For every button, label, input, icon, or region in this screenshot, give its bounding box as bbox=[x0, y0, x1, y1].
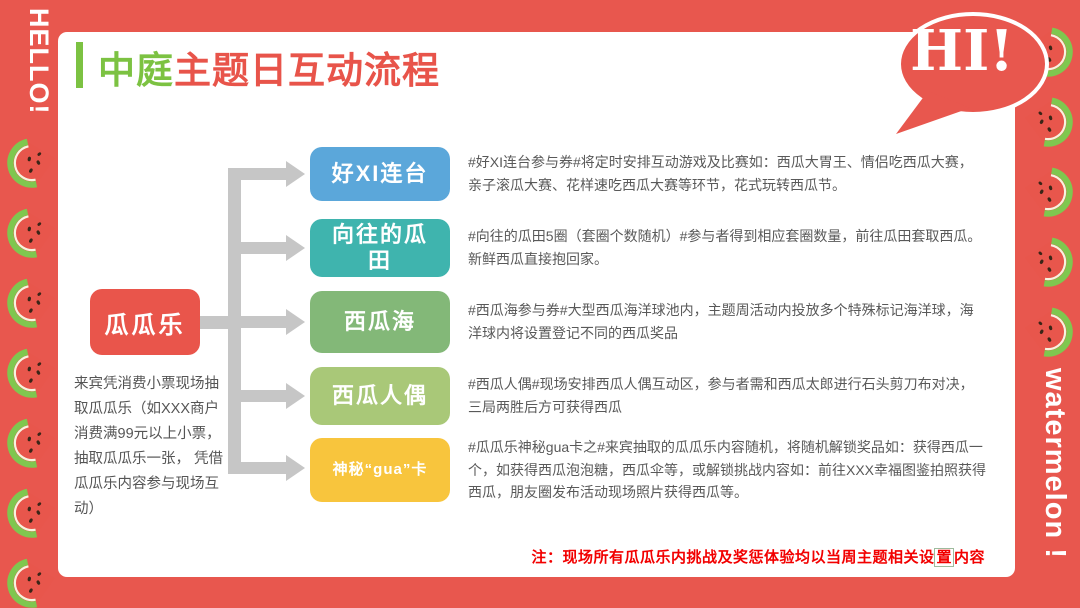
flow-row: 神秘“gua”卡 #瓜瓜乐神秘gua卡之#来宾抽取的瓜瓜乐内容随机，将随机解锁奖… bbox=[310, 436, 990, 504]
step-box-3: 西瓜海 bbox=[310, 291, 450, 353]
hi-bubble-label: HI! bbox=[910, 18, 1014, 84]
footer-note-text: 注：现场所有瓜瓜乐内挑战及奖惩体验均以当周主题相关设 bbox=[531, 549, 935, 566]
connector-branch-2 bbox=[228, 242, 287, 254]
source-node-guaguale: 瓜瓜乐 bbox=[90, 289, 200, 355]
watermelon-slice-icon bbox=[7, 418, 55, 468]
hi-speech-bubble bbox=[894, 12, 1049, 136]
watermelon-slice-icon bbox=[1024, 307, 1073, 357]
hello-vertical-text: HELLO! bbox=[24, 8, 54, 115]
content-panel bbox=[58, 32, 1015, 577]
watermelon-slice bbox=[0, 268, 65, 338]
watermelon-slice-icon bbox=[7, 138, 55, 188]
watermelon-slice bbox=[0, 548, 65, 608]
source-description: 来宾凭消费小票现场抽取瓜瓜乐（如XXX商户消费满99元以上小票，抽取瓜瓜乐一张，… bbox=[74, 376, 224, 517]
page-title-red-part: 主题日互动流程 bbox=[174, 50, 440, 91]
watermelon-slice bbox=[1016, 158, 1080, 226]
watermelon-slice-icon bbox=[1024, 237, 1073, 287]
flow-row: 向往的瓜田 #向往的瓜田5圈（套圈个数随机）#参与者得到相应套圈数量，前往瓜田套… bbox=[310, 219, 990, 277]
footer-note: 注：现场所有瓜瓜乐内挑战及奖惩体验均以当周主题相关设置内容 bbox=[531, 546, 985, 567]
connector-branch-1 bbox=[228, 168, 287, 180]
arrowhead-icon bbox=[286, 383, 305, 409]
arrowhead-icon bbox=[286, 235, 305, 261]
title-accent-bar bbox=[76, 42, 83, 88]
arrowhead-icon bbox=[286, 161, 305, 187]
footer-note-text: 内容 bbox=[953, 549, 985, 566]
step-description-1: #好XI连台参与券#将定时安排互动游戏及比赛如：西瓜大胃王、情侣吃西瓜大赛，亲子… bbox=[468, 154, 973, 193]
step-description-4: #西瓜人偶#现场安排西瓜人偶互动区，参与者需和西瓜太郎进行石头剪刀布对决，三局两… bbox=[468, 376, 974, 415]
watermelon-slice bbox=[0, 198, 65, 268]
watermelon-slice-icon bbox=[1024, 97, 1073, 147]
watermelon-slice-icon bbox=[7, 488, 55, 538]
watermelon-slice-icon bbox=[7, 278, 55, 328]
watermelon-vertical-text: watermelon ! bbox=[1039, 368, 1071, 559]
watermelon-slice bbox=[0, 478, 65, 548]
flow-row: 西瓜人偶 #西瓜人偶#现场安排西瓜人偶互动区，参与者需和西瓜太郎进行石头剪刀布对… bbox=[310, 367, 990, 425]
step-box-5: 神秘“gua”卡 bbox=[310, 438, 450, 502]
arrowhead-icon bbox=[286, 309, 305, 335]
connector-source bbox=[198, 316, 232, 329]
watermelon-slice-icon bbox=[1024, 167, 1073, 217]
watermelon-slice bbox=[0, 408, 65, 478]
step-box-4: 西瓜人偶 bbox=[310, 367, 450, 425]
step-box-2: 向往的瓜田 bbox=[310, 219, 450, 277]
watermelon-slice bbox=[1016, 298, 1080, 366]
connector-branch-4 bbox=[228, 390, 287, 402]
watermelon-slice bbox=[0, 128, 65, 198]
flow-row: 好XI连台 #好XI连台参与券#将定时安排互动游戏及比赛如：西瓜大胃王、情侣吃西… bbox=[310, 147, 990, 201]
watermelon-slice-icon bbox=[7, 348, 55, 398]
watermelon-slice bbox=[1016, 228, 1080, 296]
watermelon-slice bbox=[0, 338, 65, 408]
watermelon-slice-icon bbox=[7, 208, 55, 258]
watermelon-slice bbox=[1016, 88, 1080, 156]
watermelon-slice-icon bbox=[7, 558, 55, 608]
step-description-2: #向往的瓜田5圈（套圈个数随机）#参与者得到相应套圈数量，前往瓜田套取西瓜。新鲜… bbox=[468, 228, 982, 267]
connector-branch-5 bbox=[228, 462, 287, 474]
page-title-green-part: 中庭 bbox=[98, 50, 174, 91]
flow-row: 西瓜海 #西瓜海参与券#大型西瓜海洋球池内，主题周活动内投放多个特殊标记海洋球，… bbox=[310, 291, 990, 353]
step-description-3: #西瓜海参与券#大型西瓜海洋球池内，主题周活动内投放多个特殊标记海洋球，海洋球内… bbox=[468, 302, 974, 341]
arrowhead-icon bbox=[286, 455, 305, 481]
step-description-5: #瓜瓜乐神秘gua卡之#来宾抽取的瓜瓜乐内容随机，将随机解锁奖品如：获得西瓜一个… bbox=[468, 439, 987, 501]
footer-note-boxed-char: 置 bbox=[934, 548, 954, 567]
step-box-1: 好XI连台 bbox=[310, 147, 450, 201]
page-title: 中庭主题日互动流程 bbox=[98, 40, 440, 94]
connector-branch-3 bbox=[228, 316, 287, 328]
